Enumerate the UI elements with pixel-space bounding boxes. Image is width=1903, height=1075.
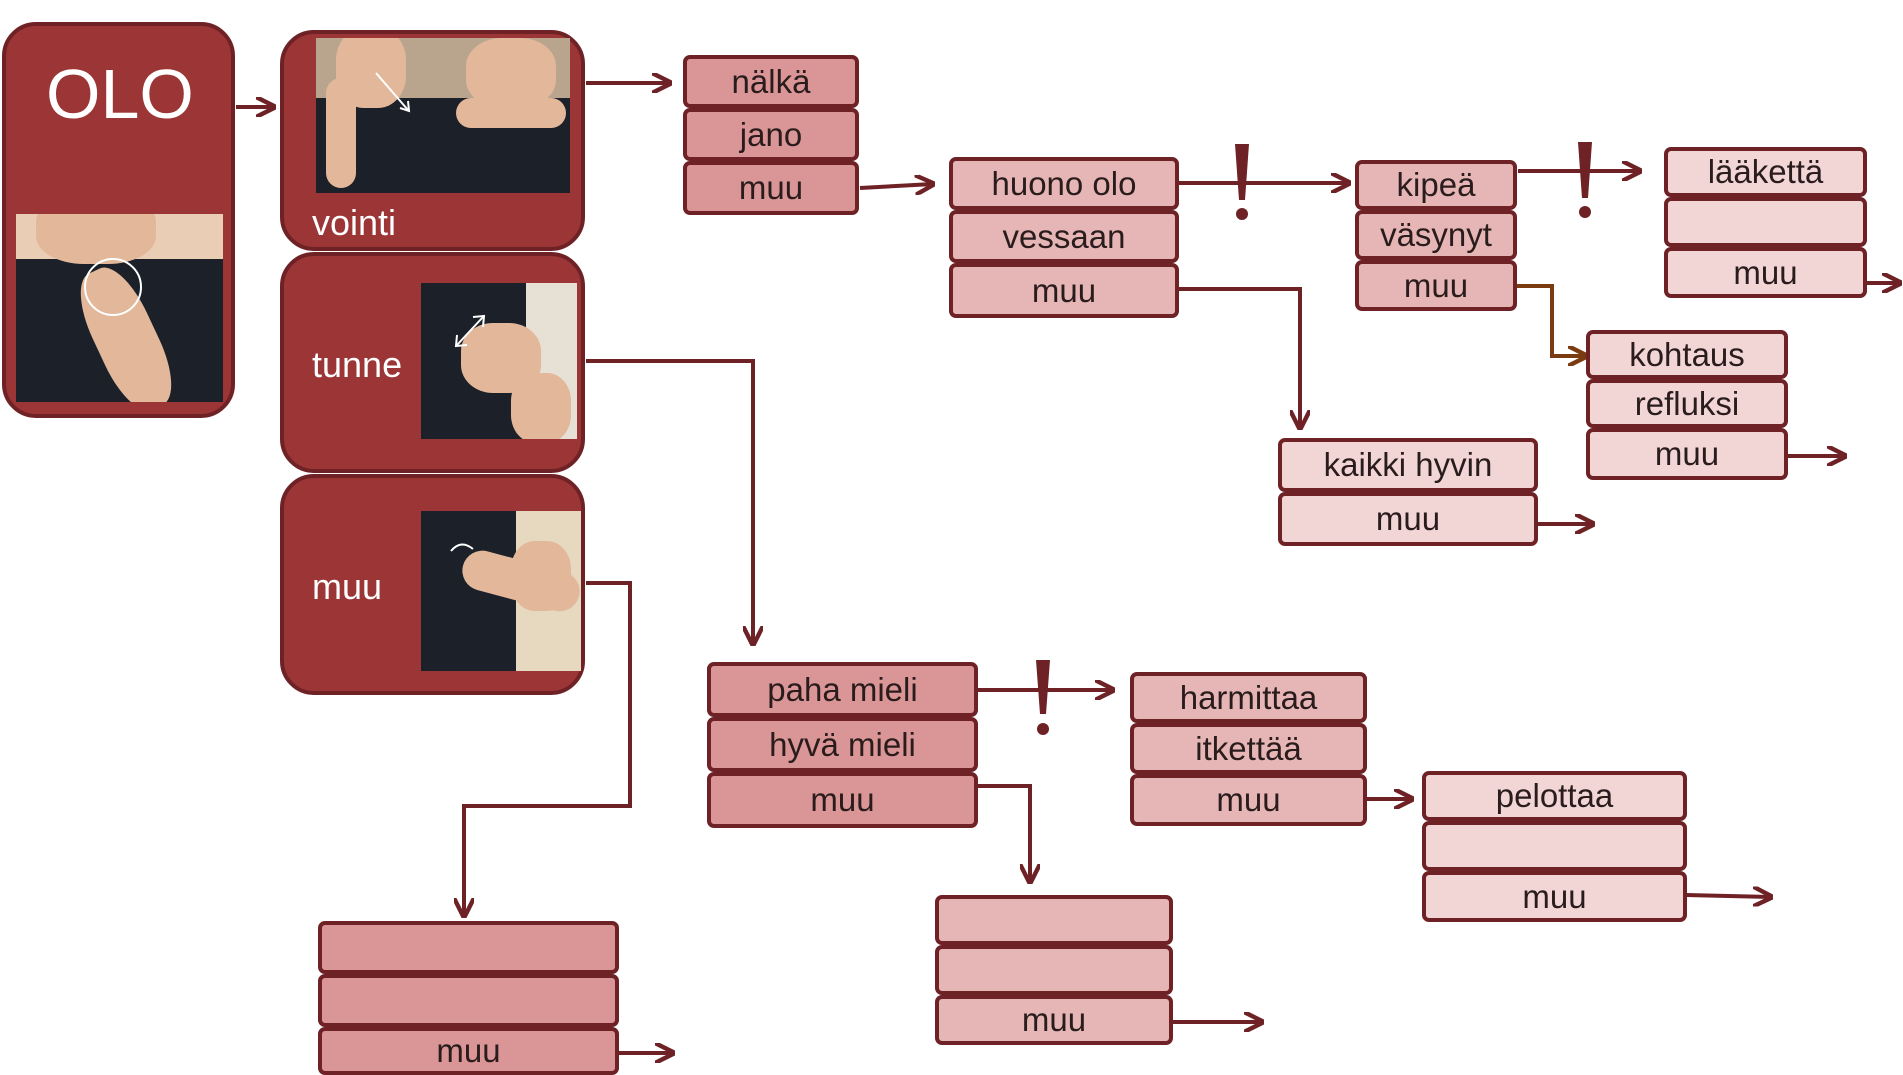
list-item-mood-other-muu[interactable]: muu [935, 995, 1173, 1045]
muu-sign-photo [421, 511, 581, 671]
list-item-medicine-empty[interactable] [1664, 197, 1867, 247]
list-item-vasynyt[interactable]: väsynyt [1355, 210, 1517, 260]
exclamation-icon [1578, 142, 1592, 218]
tunne-label: tunne [312, 344, 403, 385]
arrow-mood-muu-to-other [978, 784, 1030, 882]
list-item-laaketta[interactable]: lääkettä [1664, 147, 1867, 197]
arrow-tunne-to-mood [586, 359, 753, 644]
list-item-hyva-mieli[interactable]: hyvä mieli [707, 717, 978, 772]
exclamation-icon [1036, 660, 1050, 735]
list-item-pain-muu[interactable]: muu [1355, 260, 1517, 311]
tunne-panel: tunne [280, 252, 585, 473]
list-item-allgood-muu[interactable]: muu [1278, 492, 1538, 546]
muu-panel: muu [280, 474, 585, 695]
list-item-mood-muu[interactable]: muu [707, 772, 978, 828]
list-item-jano[interactable]: jano [683, 108, 859, 161]
list-item-kipea[interactable]: kipeä [1355, 160, 1517, 210]
list-item-itkettaa[interactable]: itkettää [1130, 723, 1367, 774]
olo-sign-photo [16, 214, 223, 402]
list-item-harmittaa[interactable]: harmittaa [1130, 672, 1367, 723]
arrow-pain-muu-to-seizure [1516, 284, 1586, 356]
point-touch-icon [450, 543, 474, 552]
muu-label: muu [312, 566, 383, 607]
list-item-other-muu[interactable]: muu [318, 1027, 619, 1075]
list-item-kohtaus[interactable]: kohtaus [1586, 330, 1788, 379]
list-item-needs-muu[interactable]: muu [683, 161, 859, 215]
tunne-sign-photo [421, 283, 577, 439]
list-item-fear-empty[interactable] [1422, 821, 1687, 871]
list-item-fear-muu[interactable]: muu [1422, 871, 1687, 922]
list-item-seizure-muu[interactable]: muu [1586, 428, 1788, 480]
arrow-needs-to-state [859, 184, 933, 188]
list-item-nalka[interactable]: nälkä [683, 55, 859, 108]
olo-title: OLO [46, 55, 194, 133]
olo-panel: OLO [2, 22, 235, 418]
list-item-state-muu[interactable]: muu [949, 263, 1179, 318]
list-item-other-empty-1[interactable] [318, 921, 619, 974]
list-item-medicine-muu[interactable]: muu [1664, 247, 1867, 298]
vointi-panel: vointi [280, 30, 585, 251]
exclamation-icons [1036, 142, 1592, 735]
back-forth-motion-icon [454, 314, 486, 348]
list-item-refluksi[interactable]: refluksi [1586, 379, 1788, 428]
list-item-vessaan[interactable]: vessaan [949, 210, 1179, 263]
list-item-pelottaa[interactable]: pelottaa [1422, 771, 1687, 821]
arrow-muu-to-other [464, 581, 632, 916]
list-item-paha-mieli[interactable]: paha mieli [707, 662, 978, 717]
list-item-other-empty-2[interactable] [318, 974, 619, 1027]
list-item-kaikki-hyvin[interactable]: kaikki hyvin [1278, 438, 1538, 492]
circle-motion-icon [84, 258, 142, 316]
vointi-label: vointi [312, 202, 397, 243]
downward-motion-icon [375, 72, 411, 113]
arrow-fear-out [1685, 895, 1771, 897]
list-item-mood-other-empty-2[interactable] [935, 945, 1173, 995]
list-item-upset-muu[interactable]: muu [1130, 774, 1367, 826]
vointi-sign-photo [316, 38, 570, 193]
arrow-state-muu-to-allgood [1179, 287, 1300, 428]
exclamation-icon [1235, 144, 1249, 220]
list-item-mood-other-empty-1[interactable] [935, 895, 1173, 945]
list-item-huono-olo[interactable]: huono olo [949, 157, 1179, 210]
